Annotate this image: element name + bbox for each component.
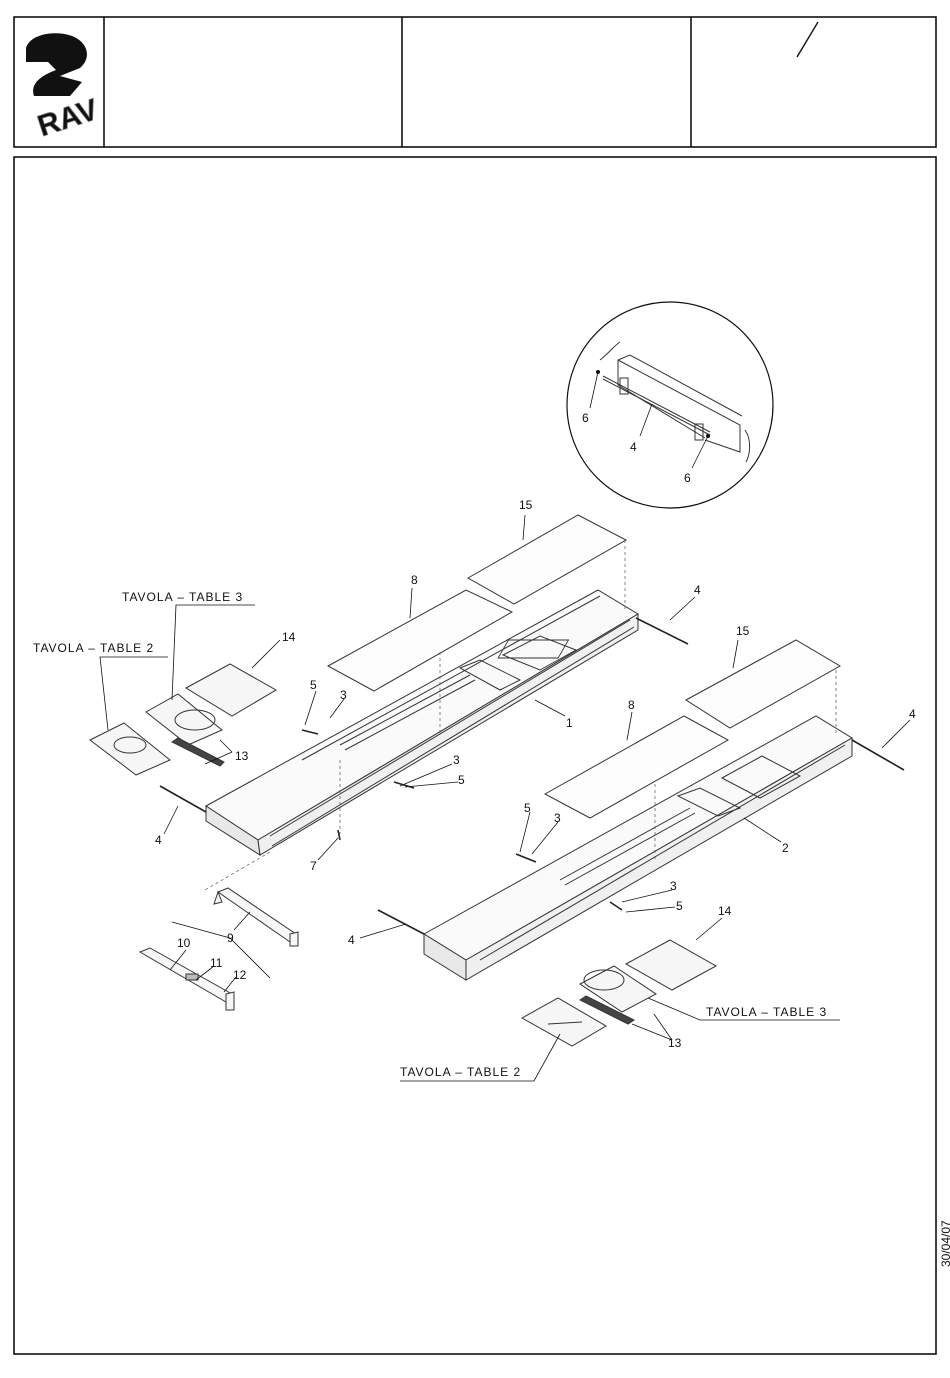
- revision-slash: [797, 22, 818, 57]
- callout-11: 11: [210, 956, 223, 970]
- callout-7: 7: [310, 859, 317, 873]
- table-ref-2-left: TAVOLA – TABLE 2: [33, 641, 154, 655]
- callout-6: 6: [582, 411, 589, 425]
- callout-3: 3: [670, 879, 677, 893]
- callout-8: 8: [411, 573, 418, 587]
- turntable-plate-left: [90, 723, 170, 775]
- callout-15: 15: [736, 624, 750, 638]
- title-block: [14, 17, 936, 147]
- callout-13: 13: [235, 749, 249, 763]
- callout-4: 4: [348, 933, 355, 947]
- callout-8: 8: [628, 698, 635, 712]
- callout-13: 13: [668, 1036, 682, 1050]
- logo-text: RAV: [34, 93, 102, 143]
- table-ref-2-right: TAVOLA – TABLE 2: [400, 1065, 521, 1079]
- callout-4: 4: [909, 707, 916, 721]
- callout-4: 4: [694, 583, 701, 597]
- callout-4: 4: [155, 833, 162, 847]
- cover-plate-15-right: [686, 640, 840, 728]
- callout-15: 15: [519, 498, 533, 512]
- callout-9: 9: [227, 931, 234, 945]
- callout-3: 3: [554, 811, 561, 825]
- callout-10: 10: [177, 936, 191, 950]
- detail-view: [567, 302, 773, 508]
- callout-14: 14: [282, 630, 296, 644]
- table-ref-3-right: TAVOLA – TABLE 3: [706, 1005, 827, 1019]
- company-logo: RAV: [26, 33, 102, 143]
- callout-5: 5: [458, 773, 465, 787]
- callout-14: 14: [718, 904, 732, 918]
- callout-1: 1: [566, 716, 573, 730]
- callout-5: 5: [524, 801, 531, 815]
- date-stamp: 30/04/07: [939, 1220, 950, 1267]
- callout-12: 12: [233, 968, 247, 982]
- cover-plate-15-left: [468, 515, 626, 604]
- callout-5: 5: [310, 678, 317, 692]
- callout-2: 2: [782, 841, 789, 855]
- callout-3: 3: [453, 753, 460, 767]
- table-ref-3-left: TAVOLA – TABLE 3: [122, 590, 243, 604]
- callout-3: 3: [340, 688, 347, 702]
- callout-5: 5: [676, 899, 683, 913]
- top-plate-14-left: [186, 664, 276, 716]
- callout-6: 6: [684, 471, 691, 485]
- callout-4: 4: [630, 440, 637, 454]
